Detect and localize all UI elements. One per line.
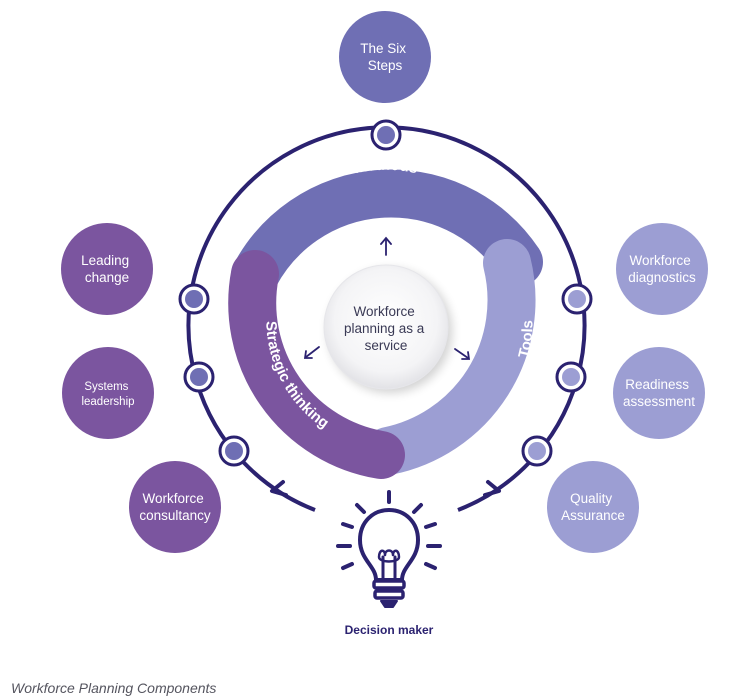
- svg-text:Systems leadership: Systems leadership: [81, 381, 134, 408]
- lightbulb-icon: [336, 490, 442, 608]
- svg-text:Readiness assessment: Readiness assessment: [623, 377, 695, 409]
- methods-label: Methods: [353, 157, 419, 178]
- svg-text:Workforce consultancy: Workforce consultancy: [139, 491, 211, 523]
- node-workforce-diagnostics: Workforce diagnostics: [616, 223, 708, 315]
- arrow-down-left-icon: [303, 346, 320, 359]
- ring-connector-left-2: [183, 361, 215, 393]
- center-circle: [323, 264, 449, 390]
- node-readiness-assessment: Readiness assessment: [613, 347, 705, 439]
- ring-connector-left-3: [218, 435, 250, 467]
- methods-segment: [231, 169, 543, 299]
- svg-text:The Six Steps: The Six Steps: [360, 41, 410, 73]
- ring-connector-right-3: [521, 435, 553, 467]
- svg-text:Leading change: Leading change: [81, 253, 133, 285]
- ring-arrow-right: [483, 480, 501, 497]
- svg-text:Quality Assurance: Quality Assurance: [561, 491, 625, 523]
- node-the-six-steps: The Six Steps: [339, 11, 431, 103]
- node-quality-assurance: Quality Assurance: [547, 461, 639, 553]
- ring-arrow-left: [270, 480, 288, 497]
- arrow-down-right-icon: [454, 348, 471, 360]
- svg-text:Workforce diagnostics: Workforce diagnostics: [628, 253, 696, 285]
- node-workforce-consultancy: Workforce consultancy: [129, 461, 221, 553]
- tools-label: Tools: [515, 320, 536, 360]
- ring-connector-right-2: [555, 361, 587, 393]
- center-label: Workforce planning as a service: [344, 304, 428, 353]
- decision-maker-label: Decision maker: [345, 623, 434, 637]
- ring-connector-right-1: [561, 283, 593, 315]
- arrow-up-icon: [380, 236, 392, 256]
- figure-caption: Workforce Planning Components: [11, 680, 217, 696]
- workforce-diagram: Methods Tools Strategic thinking Workfor…: [61, 11, 708, 637]
- strategic-thinking-segment: [228, 250, 405, 479]
- node-leading-change: Leading change: [61, 223, 153, 315]
- tools-segment: [364, 239, 536, 475]
- ring-connector-top: [370, 119, 402, 151]
- node-systems-leadership: Systems leadership: [62, 347, 154, 439]
- ring-connector-left-1: [178, 283, 210, 315]
